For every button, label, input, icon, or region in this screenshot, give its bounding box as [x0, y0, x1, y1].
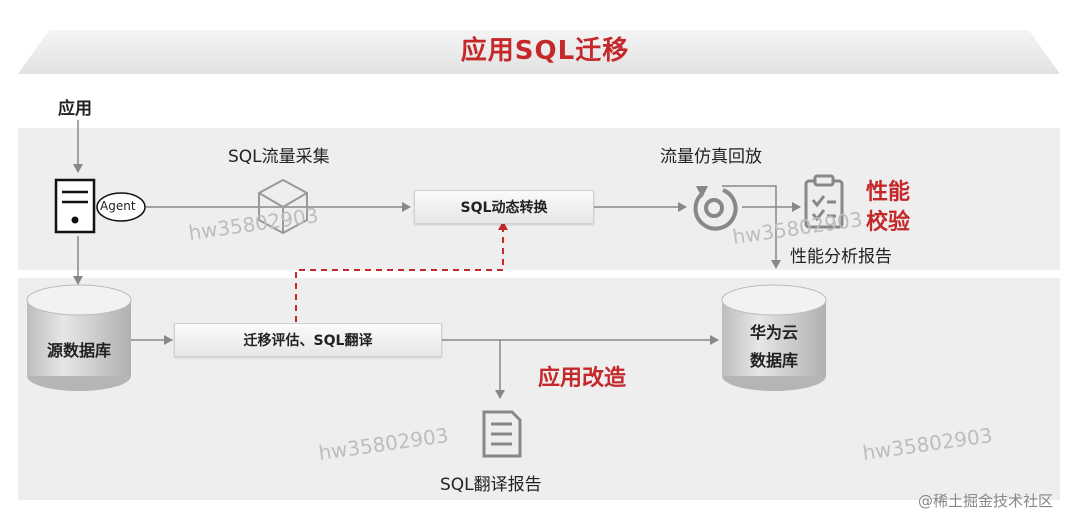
sql-dynamic-box: SQL动态转换: [414, 190, 594, 224]
huawei-db-label-2: 数据库: [749, 351, 798, 370]
perf-report-label: 性能分析报告: [790, 247, 892, 267]
replay-label: 流量仿真回放: [660, 147, 762, 167]
app-transform-label: 应用改造: [538, 366, 627, 391]
source-db-icon: [26, 284, 132, 391]
agent-label: Agent: [100, 199, 136, 213]
page-title: 应用SQL迁移: [460, 36, 630, 66]
migrate-eval-box: 迁移评估、SQL翻译: [174, 323, 442, 357]
server-icon: [54, 178, 96, 234]
agent-ellipse: [96, 192, 146, 222]
replay-icon: [693, 186, 738, 231]
perf-check-label-2: 校验: [866, 210, 911, 235]
arrow-replay-to-huawei-db: [722, 185, 781, 269]
title-banner: [18, 30, 1060, 74]
perf-check-label-1: 性能: [866, 180, 911, 205]
sql-report-label: SQL翻译报告: [440, 475, 542, 495]
credit-watermark: @稀土掘金技术社区: [918, 492, 1054, 510]
sql-dynamic-label: SQL动态转换: [460, 200, 548, 216]
huawei-db-icon: [721, 284, 827, 391]
database-band: [18, 278, 1060, 500]
huawei-db-label-1: 华为云: [749, 323, 798, 342]
migrate-eval-label: 迁移评估、SQL翻译: [243, 333, 373, 349]
app-label: 应用: [58, 99, 92, 119]
clipboard-icon: [804, 174, 844, 229]
cube-icon: [258, 178, 308, 235]
document-icon: [482, 410, 522, 458]
sql-collect-label: SQL流量采集: [228, 147, 330, 167]
source-db-label: 源数据库: [46, 341, 111, 360]
dashed-eval-to-dynamic: [295, 221, 508, 322]
